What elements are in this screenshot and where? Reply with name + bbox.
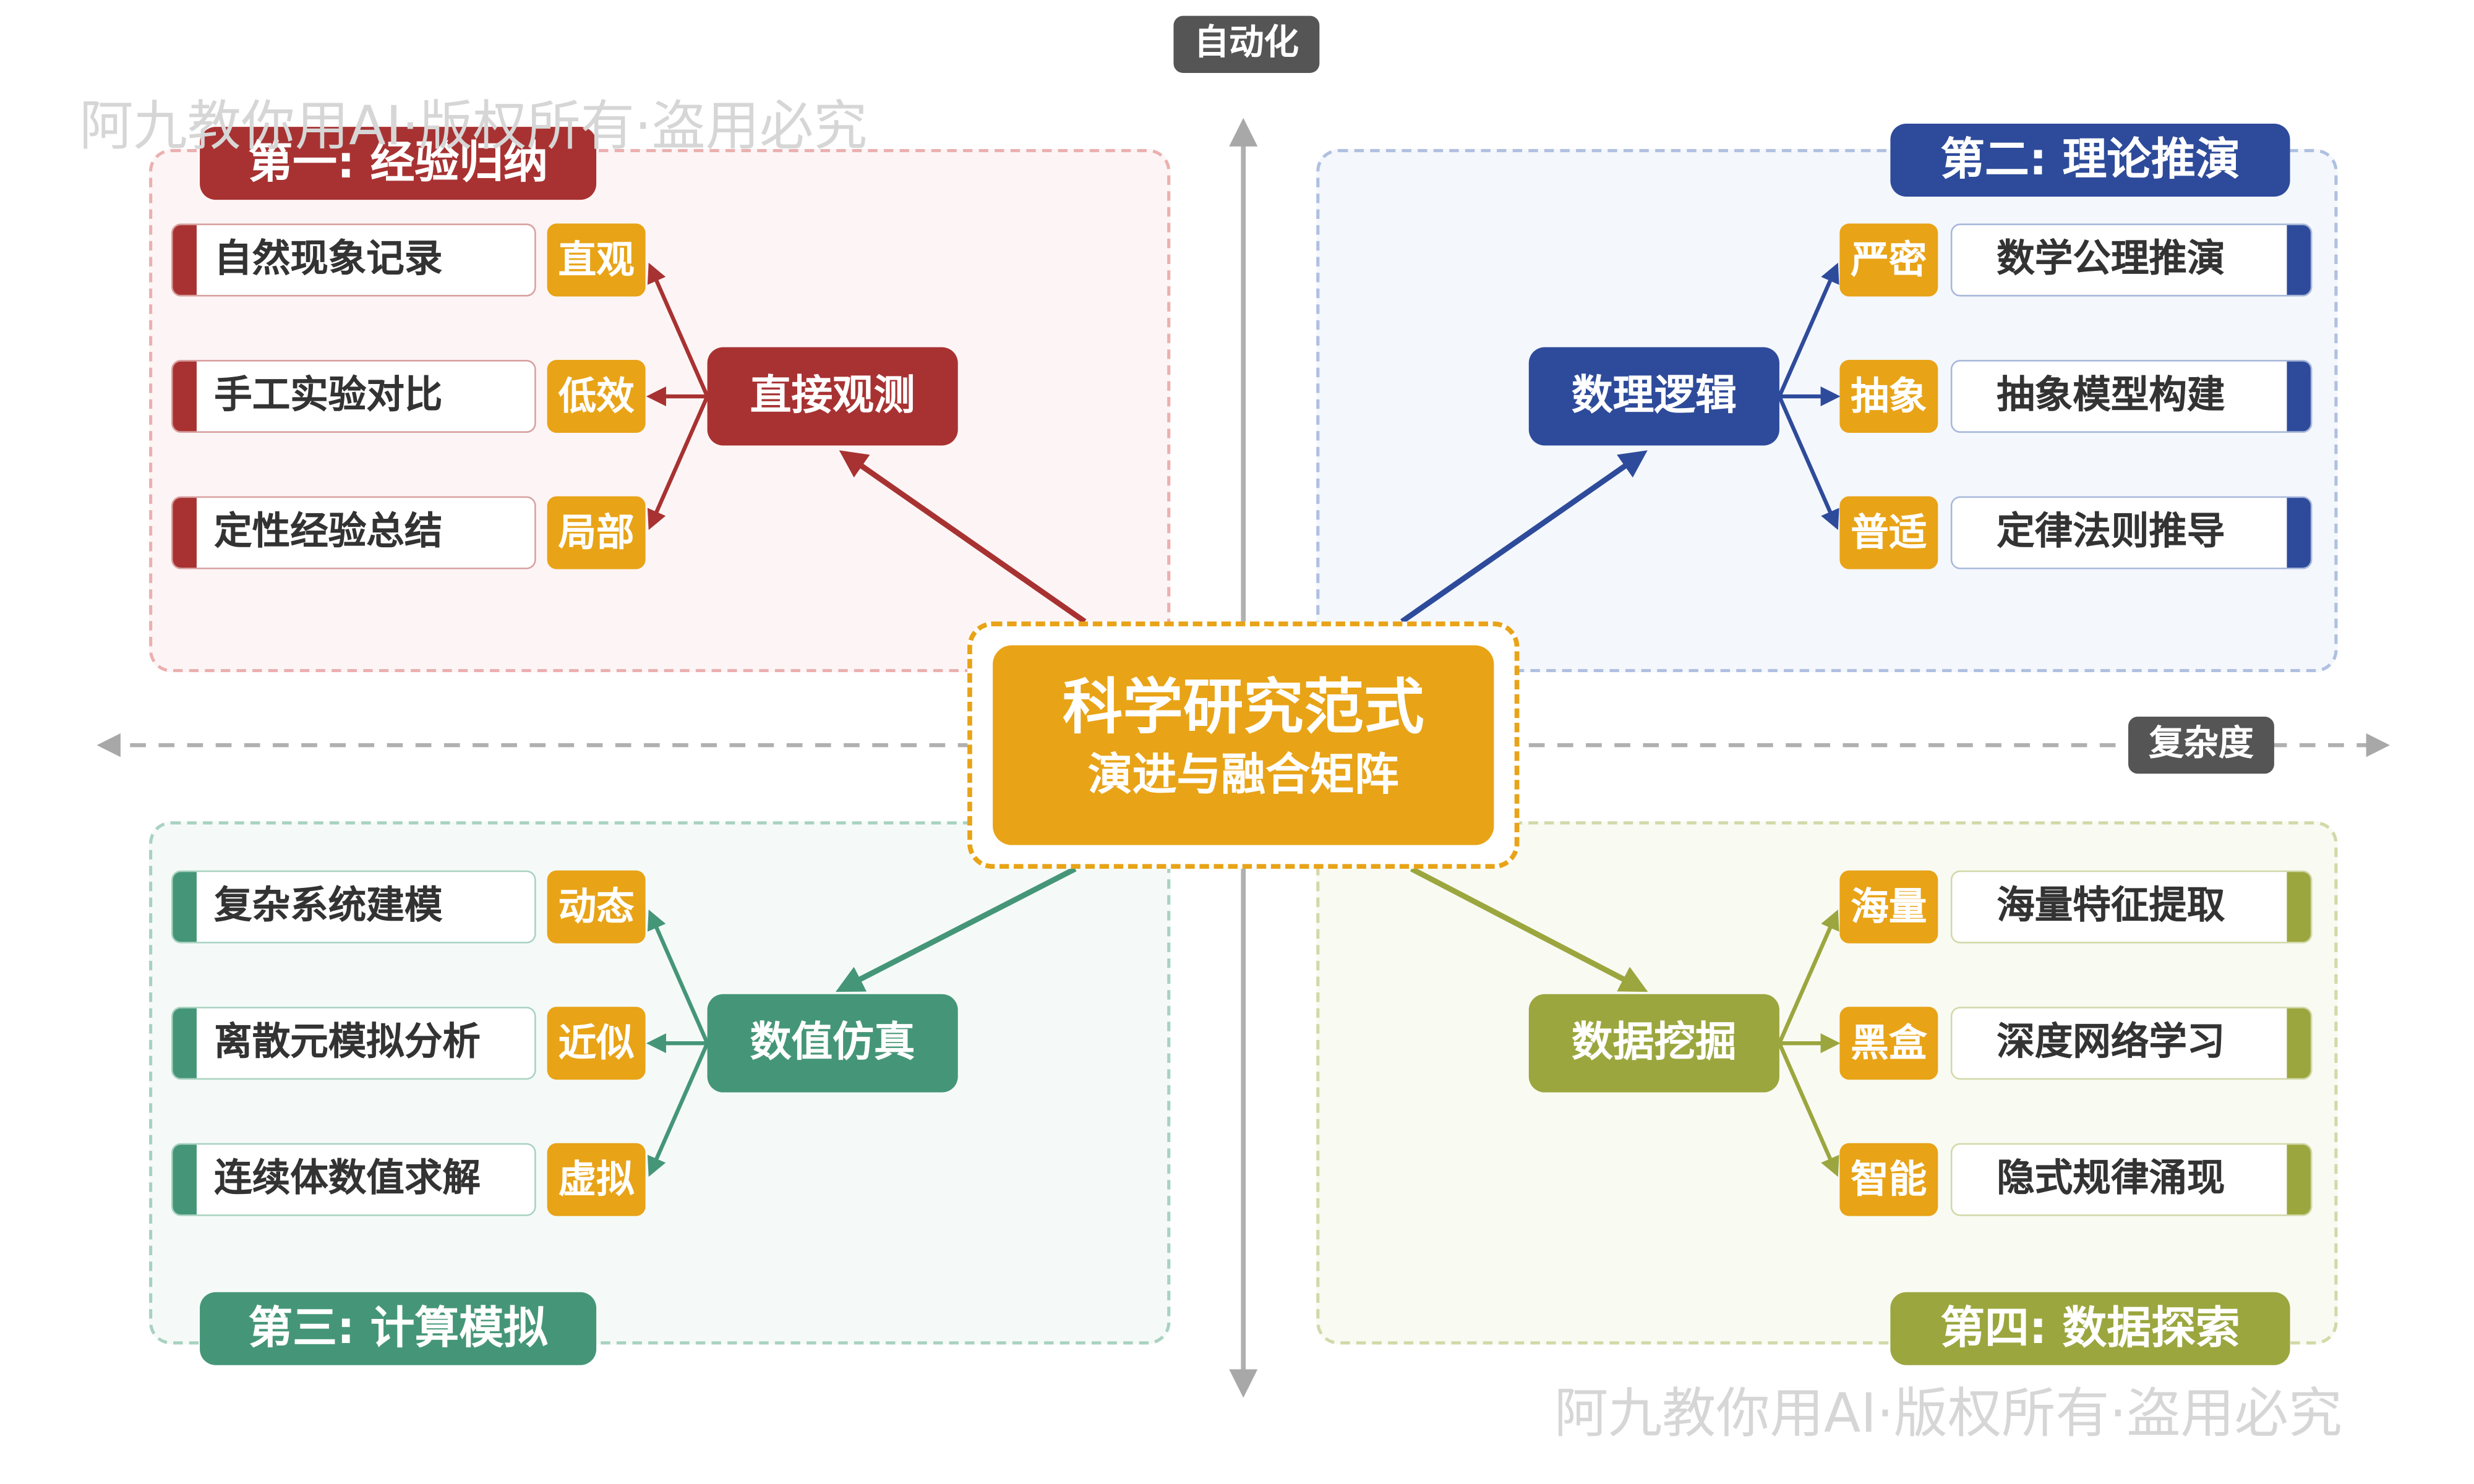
vertical-axis-label: 自动化 [1173, 15, 1320, 73]
quadrant-4-tag-1: 海量 [1839, 870, 1938, 944]
quadrant-2-tag-3: 普适 [1839, 496, 1938, 569]
quadrant-2-leaf-2: 抽象模型构建 [1950, 360, 2313, 433]
center-node: 科学研究范式 演进与融合矩阵 [993, 645, 1494, 845]
leaf-accent [173, 872, 197, 942]
center-title: 科学研究范式 [1062, 672, 1424, 742]
arrow-hub4-tag1 [1777, 910, 1839, 1044]
quadrant-2-title: 第二: 理论推演 [1890, 123, 2290, 197]
arrow-hub4-tag3 [1777, 1042, 1839, 1177]
leaf-label: 手工实验对比 [214, 372, 443, 417]
leaf-label: 连续体数值求解 [214, 1156, 481, 1201]
arrow-hub2-tag3 [1777, 395, 1839, 531]
leaf-label: 定律法则推导 [1997, 509, 2225, 553]
quadrant-1-leaf-3: 定性经验总结 [171, 496, 536, 569]
arrow-hub2-tag1 [1777, 262, 1839, 398]
quadrant-3-hub: 数值仿真 [707, 994, 958, 1093]
leaf-label: 数学公理推演 [1997, 236, 2225, 281]
arrow-hub3-tag3 [647, 1042, 709, 1177]
quadrant-2-tag-1: 严密 [1839, 223, 1938, 297]
quadrant-3-tag-3: 虚拟 [547, 1143, 646, 1216]
leaf-accent [2287, 361, 2311, 432]
arrow-center-to-hub-1 [839, 450, 1087, 624]
arrow-center-to-hub-4 [1410, 866, 1648, 992]
quadrant-2-tag-2: 抽象 [1839, 360, 1938, 433]
arrow-center-to-hub-2 [1400, 450, 1648, 624]
leaf-label: 抽象模型构建 [1997, 372, 2225, 417]
quadrant-1-tag-1: 直观 [547, 223, 646, 297]
quadrant-4-title: 第四: 数据探索 [1890, 1292, 2290, 1365]
arrow-hub1-tag3 [647, 395, 709, 531]
quadrant-4-leaf-3: 隐式规律涌现 [1950, 1143, 2313, 1216]
center-subtitle: 演进与融合矩阵 [1087, 748, 1399, 801]
quadrant-3-leaf-3: 连续体数值求解 [171, 1143, 536, 1216]
leaf-accent [2287, 498, 2311, 568]
leaf-accent [2287, 1145, 2311, 1215]
leaf-accent [173, 498, 197, 568]
arrow-hub1-tag1 [647, 262, 709, 398]
arrow-center-to-hub-3 [835, 866, 1077, 992]
arrow-hub3-tag1 [647, 910, 709, 1044]
watermark-bottom: 阿九教你用AI·版权所有·盗用必究 [1554, 1382, 2342, 1446]
leaf-accent [2287, 1008, 2311, 1078]
leaf-accent [173, 361, 197, 432]
quadrant-1-hub: 直接观测 [707, 347, 958, 446]
quadrant-1-leaf-1: 自然现象记录 [171, 223, 536, 297]
quadrant-4-hub: 数据挖掘 [1528, 994, 1779, 1093]
leaf-label: 海量特征提取 [1997, 883, 2225, 927]
quadrant-1-leaf-2: 手工实验对比 [171, 360, 536, 433]
quadrant-3-tag-1: 动态 [547, 870, 646, 944]
leaf-label: 复杂系统建模 [214, 883, 443, 927]
quadrant-3-title: 第三: 计算模拟 [200, 1292, 597, 1365]
quadrant-3-tag-2: 近似 [547, 1007, 646, 1080]
quadrant-4-leaf-2: 深度网络学习 [1950, 1007, 2313, 1080]
quadrant-2-hub: 数理逻辑 [1528, 347, 1779, 446]
quadrant-1-tag-3: 局部 [547, 496, 646, 569]
quadrant-1-tag-2: 低效 [547, 360, 646, 433]
quadrant-2-leaf-3: 定律法则推导 [1950, 496, 2313, 569]
leaf-label: 定性经验总结 [214, 509, 443, 553]
leaf-accent [173, 1008, 197, 1078]
leaf-accent [2287, 872, 2311, 942]
quadrant-4-tag-2: 黑盒 [1839, 1007, 1938, 1080]
leaf-label: 深度网络学习 [1997, 1019, 2225, 1064]
leaf-accent [173, 1145, 197, 1215]
quadrant-3-leaf-1: 复杂系统建模 [171, 870, 536, 944]
quadrant-4-leaf-1: 海量特征提取 [1950, 870, 2313, 944]
quadrant-4-tag-3: 智能 [1839, 1143, 1938, 1216]
leaf-accent [173, 225, 197, 295]
leaf-accent [2287, 225, 2311, 295]
quadrant-2-leaf-1: 数学公理推演 [1950, 223, 2313, 297]
quadrant-1-title: 第一: 经验归纳 [200, 127, 597, 200]
leaf-label: 离散元模拟分析 [214, 1019, 481, 1064]
leaf-label: 隐式规律涌现 [1997, 1156, 2225, 1201]
watermark-top: 阿九教你用AI·版权所有·盗用必究 [79, 95, 868, 159]
quadrant-3-leaf-2: 离散元模拟分析 [171, 1007, 536, 1080]
horizontal-axis-label: 复杂度 [2128, 716, 2274, 774]
leaf-label: 自然现象记录 [214, 236, 443, 281]
